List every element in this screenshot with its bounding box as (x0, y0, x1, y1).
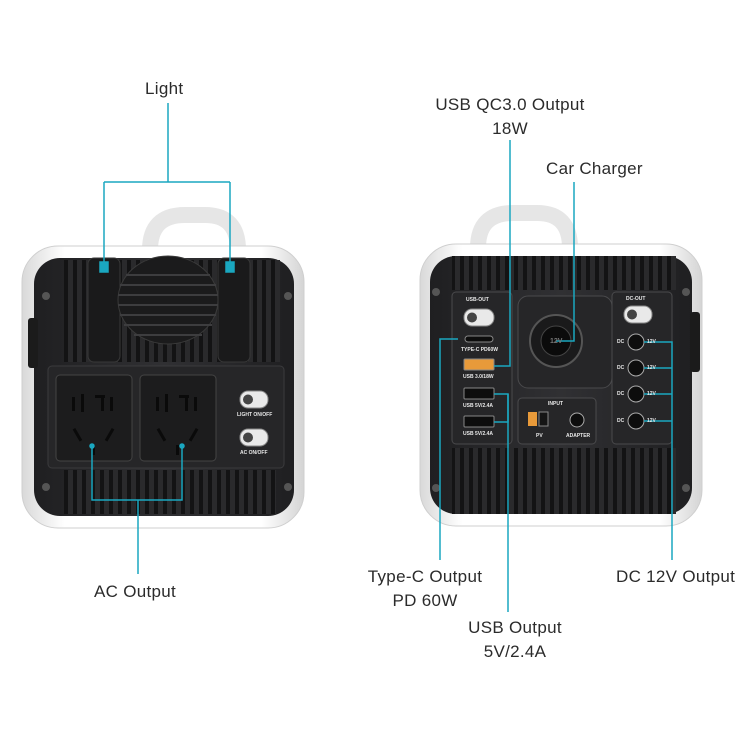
callout-usb-qc: USB QC3.0 Output 18W (430, 93, 590, 141)
dc-port-4 (627, 412, 645, 430)
dc-port-label-4: DC (617, 418, 625, 424)
adapter-port (569, 412, 585, 428)
callout-usb-qc-line2: 18W (492, 119, 528, 138)
dc-port-2 (627, 359, 645, 377)
fan-grill (117, 255, 219, 345)
dc-out-label: DC-OUT (626, 296, 646, 302)
input-panel (517, 397, 597, 445)
usb-port-2 (463, 415, 495, 428)
usb-qc-label: USB 3.0/18W (463, 374, 494, 380)
usb-qc-port (463, 358, 495, 371)
adapter-label: ADAPTER (566, 433, 591, 439)
front-unit (21, 207, 305, 529)
dc-port-3 (627, 385, 645, 403)
callout-car-charger: Car Charger (546, 159, 643, 178)
type-c-port (464, 335, 494, 343)
dc-port-voltage-3: 12V (647, 391, 656, 397)
callout-usb-qc-line1: USB QC3.0 Output (435, 95, 585, 114)
callout-type-c-line2: PD 60W (392, 591, 458, 610)
ac-socket-1 (55, 374, 133, 462)
usb-out-label: USB-OUT (466, 297, 489, 303)
back-handle (470, 205, 578, 249)
dc-port-voltage-1: 12V (647, 339, 656, 345)
front-bottom-vent (64, 470, 276, 514)
back-right-latch (690, 312, 700, 372)
callout-type-c-line1: Type-C Output (367, 567, 483, 586)
light-right (217, 257, 251, 363)
dc-port-label-3: DC (617, 391, 625, 397)
callout-usb-output-line2: 5V/2.4A (483, 642, 547, 661)
usb-port-2-label: USB 5V/2.4A (463, 431, 494, 437)
callout-lines (89, 103, 673, 612)
dc-port-voltage-2: 12V (647, 365, 656, 371)
callout-usb-output-line1: USB Output (468, 618, 562, 637)
callout-type-c: Type-C Output PD 60W (360, 565, 490, 613)
callout-light: Light (145, 79, 184, 98)
pv-port-right (538, 411, 549, 427)
callout-usb-output: USB Output 5V/2.4A (445, 616, 585, 664)
input-label: INPUT (548, 401, 563, 407)
back-top-vent (452, 256, 676, 290)
front-left-latch (28, 318, 38, 368)
dc-port-1 (627, 333, 645, 351)
pv-label: PV (536, 433, 543, 439)
front-handle (142, 207, 246, 251)
dc-port-label-1: DC (617, 339, 625, 345)
light-switch-label: LIGHT ON/OFF (237, 412, 273, 418)
dc-port-voltage-4: 12V (647, 418, 656, 424)
car-socket-label: 12V (550, 338, 563, 345)
usb-port-1 (463, 387, 495, 400)
ac-socket-2 (139, 374, 217, 462)
dc-port-label-2: DC (617, 365, 625, 371)
callout-ac-output: AC Output (94, 582, 177, 601)
pv-port-left (528, 412, 537, 426)
type-c-label: TYPE-C PD60W (461, 347, 498, 353)
back-unit (419, 205, 703, 527)
callout-dc-output: DC 12V Output (616, 567, 736, 586)
light-left (87, 257, 121, 363)
ac-switch-label: AC ON/OFF (240, 450, 268, 456)
back-bottom-vent (452, 448, 676, 514)
usb-port-1-label: USB 5V/2.4A (463, 403, 494, 409)
